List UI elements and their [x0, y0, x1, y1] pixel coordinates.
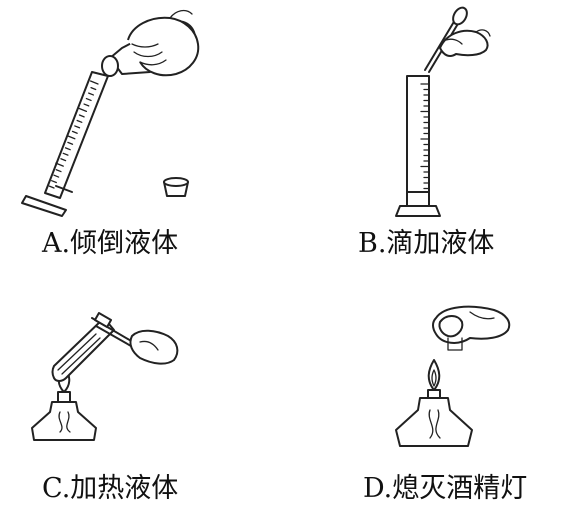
hand-holding-holder — [129, 329, 179, 365]
extinguishing-alcohol-lamp-illustration — [395, 305, 511, 447]
test-tube — [51, 317, 115, 382]
pouring-liquid-illustration — [21, 9, 200, 217]
option-c-label: C.加热液体 — [42, 473, 179, 504]
option-a-label: A.倾倒液体 — [42, 228, 179, 259]
option-b-label: B.滴加液体 — [358, 228, 495, 259]
hand-holding-dropper — [439, 29, 491, 57]
hand-with-lamp-cap — [432, 305, 511, 351]
bottle-stopper — [163, 177, 189, 197]
tilted-graduated-cylinder — [21, 71, 109, 217]
flame-d — [427, 359, 441, 391]
upright-graduated-cylinder — [395, 75, 441, 217]
hand-holding-bottle — [127, 9, 200, 77]
option-d-label: D.熄灭酒精灯 — [363, 473, 528, 504]
heating-liquid-illustration — [31, 312, 179, 441]
alcohol-lamp-lit — [395, 389, 473, 447]
dropping-liquid-illustration — [395, 6, 491, 217]
alcohol-lamp — [31, 391, 97, 441]
